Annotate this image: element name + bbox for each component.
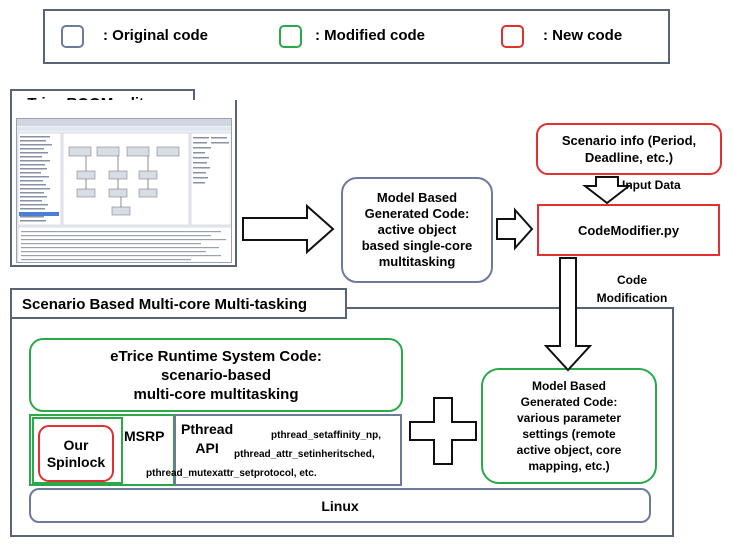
model-code-single-line-3: active object xyxy=(377,222,457,237)
model-code-multi-core: Model Based Generated Code: various para… xyxy=(481,368,657,484)
scenario-info-line-2: Deadline, etc.) xyxy=(584,150,674,165)
model-code-single-line-5: multitasking xyxy=(378,254,456,269)
arrow-model-to-modifier xyxy=(496,207,534,251)
editor-screenshot-illustration xyxy=(17,119,231,262)
scenario-info-line-1: Scenario info (Period, xyxy=(561,133,697,148)
model-code-single-line-2: Generated Code: xyxy=(364,206,470,221)
pthread-item-1: pthread_setaffinity_np, xyxy=(271,430,382,441)
code-modification-line-2: Modification xyxy=(596,291,668,305)
legend-original-swatch xyxy=(61,25,84,48)
linux-box: Linux xyxy=(29,488,651,523)
code-modifier-box: CodeModifier.py xyxy=(537,204,720,256)
scenario-section-title: Scenario Based Multi-core Multi-tasking xyxy=(22,296,308,313)
runtime-line-2: scenario-based xyxy=(160,366,272,384)
pthread-title-line-1: Pthread xyxy=(181,421,234,437)
model-code-single-line-1: Model Based xyxy=(376,190,458,205)
legend-modified-label: : Modified code xyxy=(315,27,425,44)
code-modification-label: Code Modification xyxy=(580,271,684,307)
model-code-single-line-4: based single-core xyxy=(361,238,473,253)
runtime-line-3: multi-core multitasking xyxy=(133,385,299,403)
scenario-section-title-box: Scenario Based Multi-core Multi-tasking xyxy=(10,288,347,319)
runtime-system-box: eTrice Runtime System Code: scenario-bas… xyxy=(29,338,403,412)
code-modifier-label: CodeModifier.py xyxy=(577,222,680,238)
model-code-single-core: Model Based Generated Code: active objec… xyxy=(341,177,493,283)
model-code-multi-line-2: Generated Code: xyxy=(520,395,618,409)
legend: : Original code : Modified code : New co… xyxy=(43,9,670,64)
editor-screenshot xyxy=(16,118,232,263)
model-code-multi-line-6: mapping, etc.) xyxy=(528,459,610,473)
spinlock-box: Our Spinlock xyxy=(38,425,114,482)
pthread-title: Pthread API xyxy=(181,420,233,458)
model-code-multi-line-1: Model Based xyxy=(531,379,606,393)
spinlock-line-2: Spinlock xyxy=(46,453,106,470)
pthread-item-2: pthread_attr_setinheritsched, xyxy=(234,449,375,460)
model-code-multi-line-3: various parameter xyxy=(516,411,622,425)
code-modification-line-1: Code xyxy=(617,273,647,287)
model-code-multi-line-4: settings (remote xyxy=(522,427,616,441)
runtime-line-1: eTrice Runtime System Code: xyxy=(110,347,322,365)
pthread-item-3: pthread_mutexattr_setprotocol, etc. xyxy=(146,468,317,479)
scenario-info-box: Scenario info (Period, Deadline, etc.) xyxy=(536,123,722,175)
input-data-label: Input Data xyxy=(622,178,681,192)
linux-label: Linux xyxy=(321,497,359,514)
legend-modified-swatch xyxy=(279,25,302,48)
pthread-api-box: Pthread API pthread_setaffinity_np, pthr… xyxy=(146,414,402,486)
model-code-multi-line-5: active object, core xyxy=(516,443,622,457)
legend-new-label: : New code xyxy=(543,27,623,44)
arrow-editor-to-model xyxy=(242,203,335,255)
spinlock-line-1: Our xyxy=(63,436,89,453)
msrp-label: MSRP xyxy=(124,428,165,444)
legend-original-label: : Original code xyxy=(103,27,209,44)
legend-new-swatch xyxy=(501,25,524,48)
pthread-title-line-2: API xyxy=(195,440,219,456)
